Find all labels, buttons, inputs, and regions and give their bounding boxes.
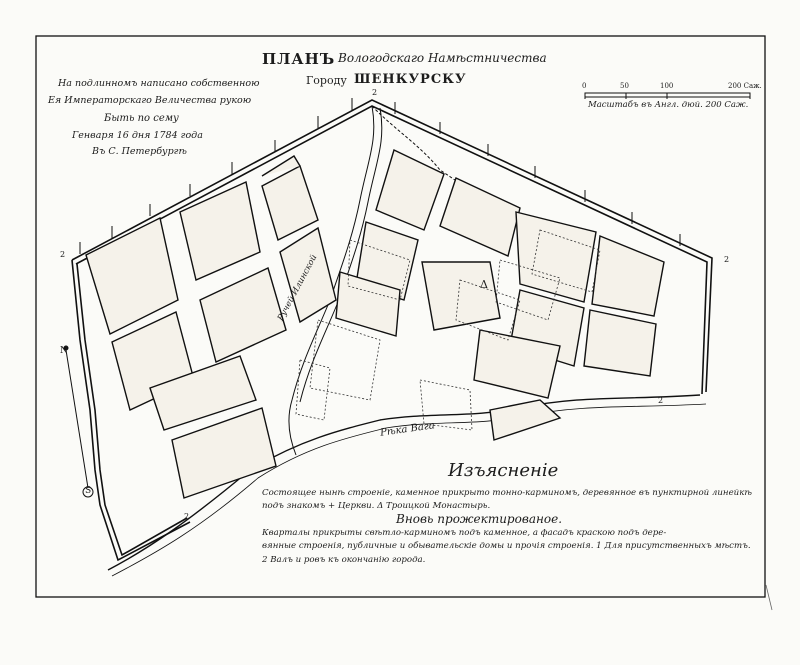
scale-tick-0: 0 bbox=[582, 82, 587, 90]
approval-line-2: Ея Императорскаго Величества рукою bbox=[48, 95, 252, 106]
title-to-town: Городу bbox=[306, 74, 347, 87]
scale-caption: Масштабъ въ Англ. дюй. 200 Саж. bbox=[588, 100, 749, 110]
approval-line-5: Въ С. Петербургѣ bbox=[92, 146, 187, 157]
legend-line-1: Состоящее нынѣ строеніе, каменное прикры… bbox=[262, 488, 752, 498]
rampart-mark-river: 2 bbox=[658, 396, 664, 405]
scale-tick-200: 200 Саж. bbox=[728, 82, 762, 90]
river-vaga bbox=[107, 394, 707, 577]
north-label: N bbox=[60, 346, 68, 356]
legend-line-5: вянные строенія, публичные и обывательск… bbox=[262, 541, 751, 551]
title-province: Вологодскаго Намѣстничества bbox=[338, 51, 547, 65]
scale-bar bbox=[584, 92, 751, 99]
meridian bbox=[63, 345, 94, 498]
margin-mark bbox=[765, 584, 773, 611]
south-label: S bbox=[85, 486, 92, 496]
approval-line-4: Генваря 16 дня 1784 года bbox=[72, 130, 203, 141]
legend-line-4: Кварталы прикрыты свѣтло-карминомъ подъ … bbox=[262, 528, 667, 538]
quarters-central bbox=[335, 149, 665, 441]
title-town: ШЕНКУРСКУ bbox=[354, 72, 467, 87]
approval-line-3: Быть по сему bbox=[104, 113, 179, 124]
rampart-mark-right: 2 bbox=[724, 255, 730, 264]
rampart-mark-bottom: 2 bbox=[184, 512, 190, 521]
legend-line-3: Вновь прожектированое. bbox=[396, 512, 563, 526]
quarters-west bbox=[85, 155, 337, 499]
rampart-mark-left: 2 bbox=[60, 250, 66, 259]
map-frame bbox=[35, 35, 766, 598]
legend-line-2: подъ знакомъ + Церкви. Δ Троицкой Монаст… bbox=[262, 501, 491, 511]
scale-tick-100: 100 bbox=[660, 82, 674, 90]
legend-line-6: 2 Валъ и ровъ къ окончанію города. bbox=[262, 555, 426, 565]
title-plan: ПЛАНЪ bbox=[262, 50, 336, 68]
legend-heading: Изъясненіе bbox=[448, 460, 559, 481]
approval-line-1: На подлинномъ написано собственною bbox=[58, 78, 260, 89]
scale-tick-50: 50 bbox=[620, 82, 629, 90]
rampart-mark-top: 2 bbox=[372, 88, 378, 97]
rampart-line bbox=[71, 98, 713, 562]
monastery-mark: Δ bbox=[480, 278, 488, 291]
existing-buildings bbox=[295, 229, 601, 431]
